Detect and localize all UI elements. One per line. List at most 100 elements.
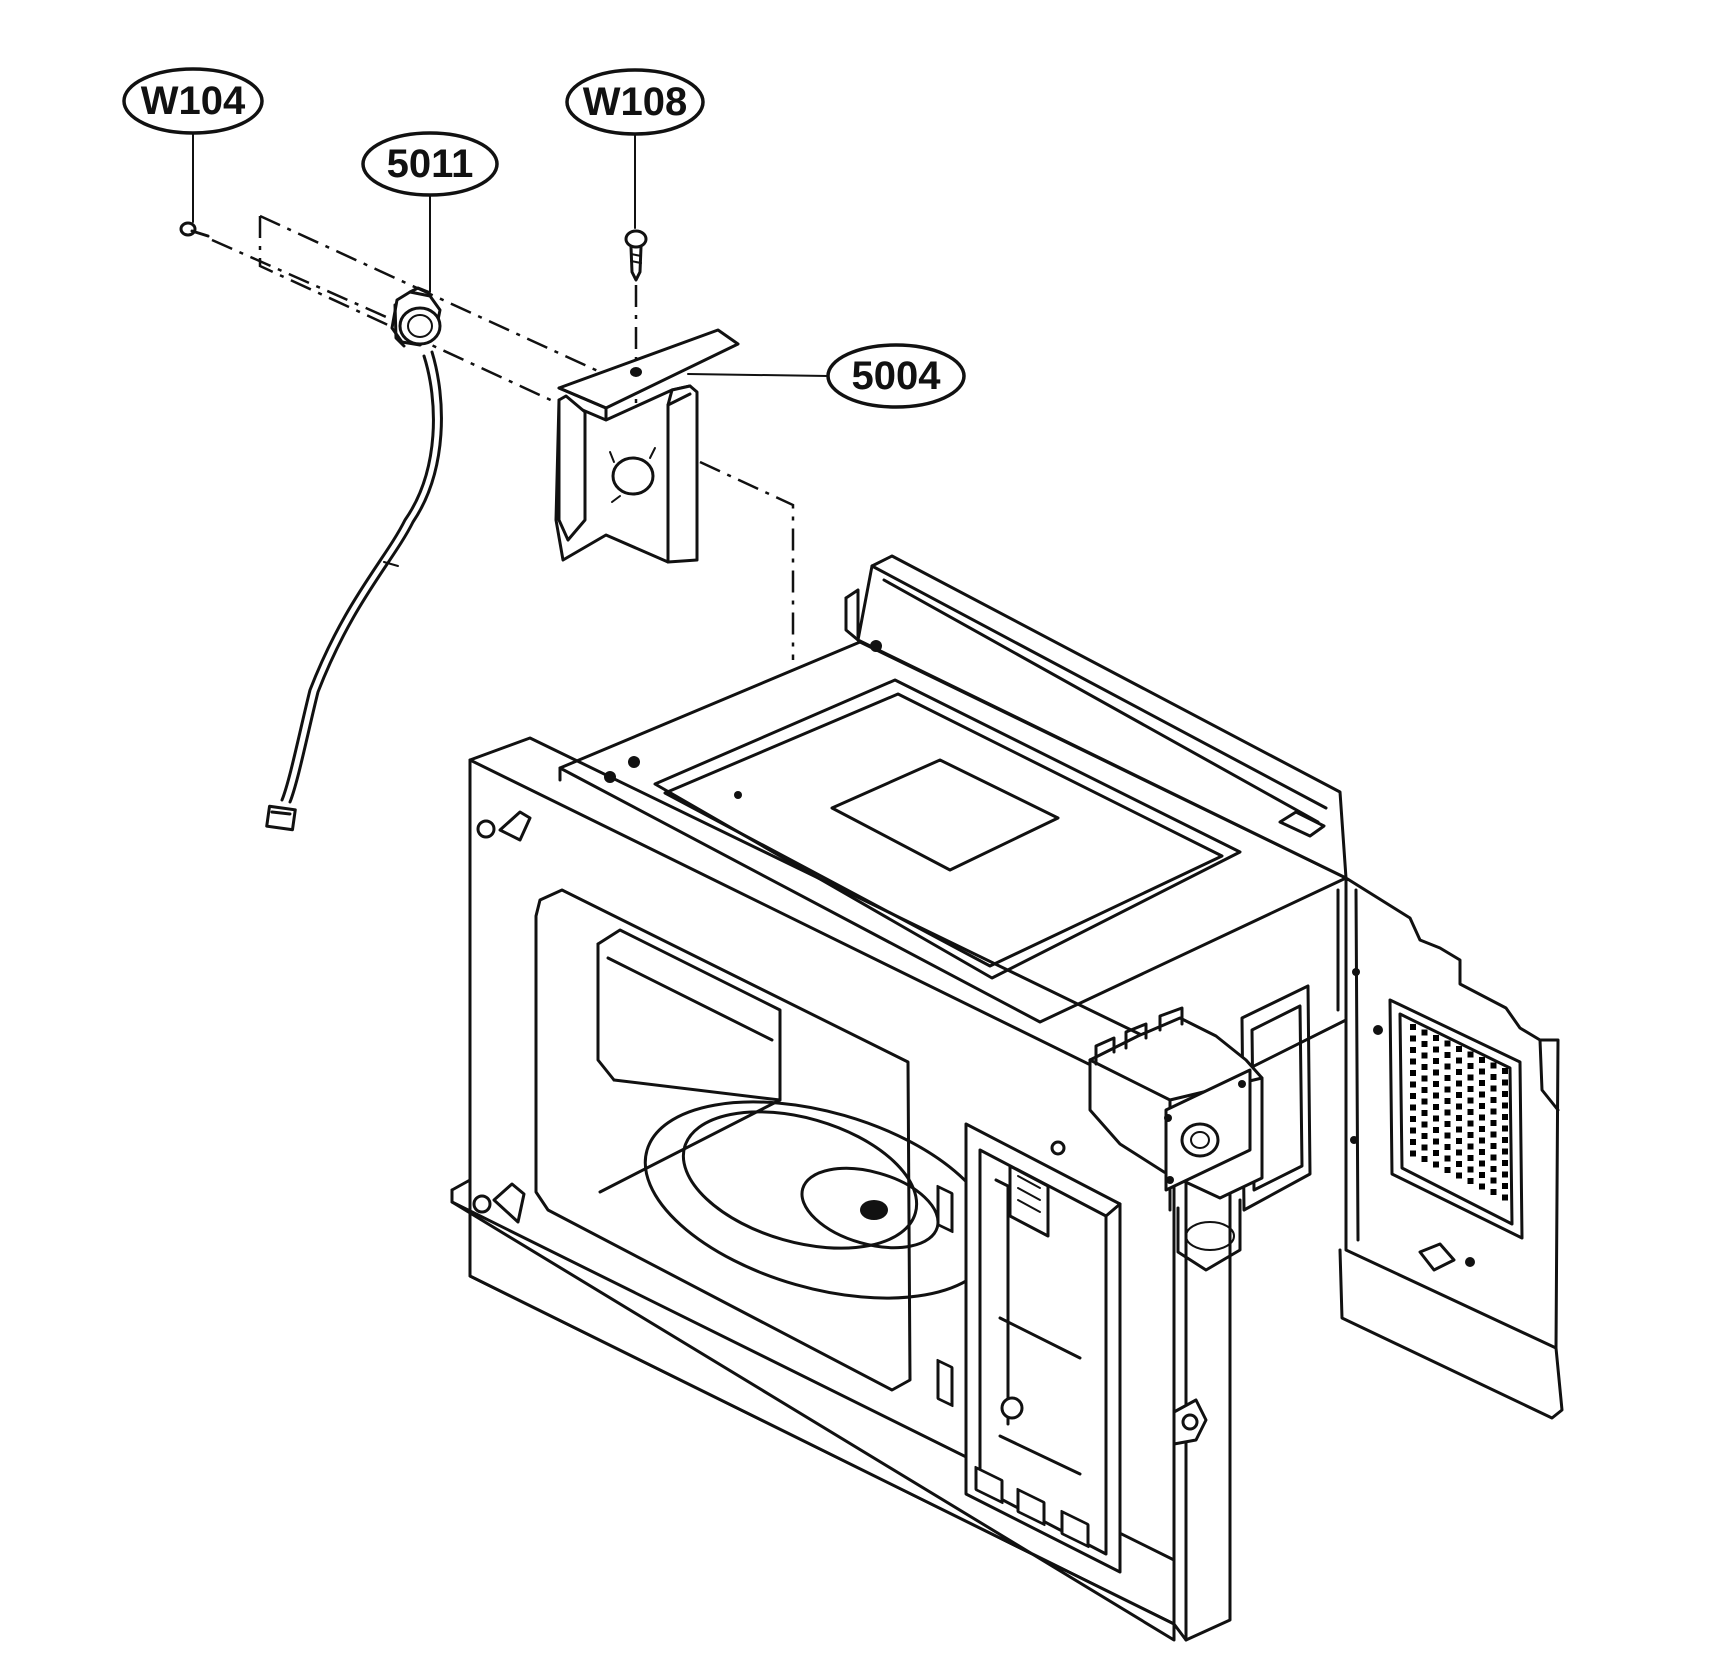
grille-hole (1444, 1086, 1451, 1093)
grille-hole (1433, 1127, 1439, 1133)
grille-hole (1490, 1108, 1497, 1115)
grille-hole (1421, 1110, 1428, 1116)
grille-hole (1502, 1114, 1508, 1120)
grille-hole (1421, 1098, 1428, 1105)
grille-hole (1479, 1149, 1485, 1155)
grille-hole (1467, 1143, 1474, 1150)
grille-hole (1490, 1189, 1497, 1195)
grille-hole (1421, 1133, 1428, 1139)
callout-w104[interactable]: W104 (122, 67, 264, 223)
grille-hole (1444, 1052, 1451, 1058)
grille-hole (1410, 1093, 1416, 1099)
grille-hole (1490, 1097, 1497, 1103)
callout-5011[interactable]: 5011 (361, 131, 499, 293)
bracket-5004 (554, 328, 740, 564)
grille-hole (1479, 1080, 1485, 1086)
grille-hole (1421, 1064, 1428, 1070)
grille-hole (1456, 1115, 1462, 1121)
grille-hole (1467, 1086, 1474, 1092)
grille-hole (1433, 1150, 1439, 1156)
grille-hole (1456, 1149, 1462, 1156)
grille-hole (1421, 1121, 1428, 1128)
grille-hole (1410, 1024, 1416, 1030)
grille-hole (1421, 1052, 1428, 1059)
grille-hole (1410, 1150, 1416, 1157)
grille-hole (1433, 1138, 1439, 1145)
grille-hole (1490, 1143, 1497, 1149)
grille-hole (1467, 1132, 1474, 1138)
grille-hole (1421, 1075, 1428, 1082)
grille-hole (1410, 1116, 1416, 1122)
grille-hole (1467, 1166, 1474, 1173)
grille-hole (1456, 1069, 1462, 1075)
grille-hole (1490, 1177, 1497, 1184)
grille-hole (1444, 1098, 1451, 1104)
grille-hole (1456, 1126, 1462, 1133)
grille-hole (1467, 1178, 1474, 1184)
grille-hole (1502, 1148, 1508, 1155)
grille-hole (1456, 1080, 1462, 1087)
grille-hole (1479, 1103, 1485, 1109)
grille-hole (1444, 1075, 1451, 1081)
grille-hole (1410, 1127, 1416, 1134)
callout-5011-label: 5011 (387, 142, 474, 186)
grille-hole (1502, 1091, 1508, 1097)
grille-hole (1444, 1063, 1451, 1070)
callout-w108-label: W108 (583, 80, 688, 124)
grille-hole (1456, 1138, 1462, 1144)
grille-hole (1502, 1171, 1508, 1178)
callout-w108[interactable]: W108 (565, 68, 705, 229)
grille-hole (1433, 1058, 1439, 1064)
grille-hole (1456, 1172, 1462, 1179)
grille-hole (1502, 1183, 1508, 1189)
grille-hole (1502, 1079, 1508, 1086)
grille-hole (1444, 1040, 1451, 1047)
grille-hole (1502, 1102, 1508, 1109)
grille-hole (1467, 1109, 1474, 1115)
grille-hole (1456, 1046, 1462, 1052)
grille-hole (1490, 1062, 1497, 1069)
microwave-cavity (450, 554, 1564, 1642)
grille-hole (1421, 1144, 1428, 1151)
grille-hole (1490, 1131, 1497, 1138)
grille-hole (1502, 1160, 1508, 1166)
callout-5004[interactable]: 5004 (687, 343, 966, 409)
magnetron (1088, 1006, 1264, 1272)
grille-hole (1479, 1137, 1485, 1144)
grille-hole (1410, 1047, 1416, 1053)
assembly-lines (211, 214, 795, 660)
grille-hole (1410, 1139, 1416, 1145)
grille-hole (1421, 1156, 1428, 1162)
grille-hole (1433, 1035, 1439, 1041)
grille-hole (1479, 1183, 1485, 1190)
grille-hole (1410, 1035, 1416, 1042)
grille-hole (1479, 1160, 1485, 1167)
grille-hole (1421, 1029, 1428, 1036)
grille-hole (1456, 1057, 1462, 1064)
grille-hole (1444, 1155, 1451, 1162)
grille-hole (1410, 1104, 1416, 1111)
grille-hole (1433, 1161, 1439, 1168)
grille-hole (1467, 1063, 1474, 1069)
grille-hole (1502, 1068, 1508, 1074)
grille-hole (1479, 1172, 1485, 1178)
grille-hole (1444, 1167, 1451, 1173)
screw-w104 (179, 221, 210, 238)
grille-hole (1433, 1104, 1439, 1110)
grille-hole (1410, 1058, 1416, 1065)
grille-hole (1433, 1069, 1439, 1076)
grille-hole (1479, 1057, 1485, 1063)
grille-hole (1490, 1085, 1497, 1092)
grille-hole (1467, 1120, 1474, 1127)
grille-hole (1456, 1103, 1462, 1110)
grille-hole (1490, 1120, 1497, 1126)
grille-hole (1467, 1097, 1474, 1104)
vent-grille (1388, 998, 1524, 1240)
grille-hole (1421, 1087, 1428, 1093)
grille-hole (1444, 1132, 1451, 1139)
grille-hole (1479, 1068, 1485, 1075)
grille-hole (1444, 1121, 1451, 1127)
screw-w108 (624, 229, 648, 282)
grille-hole (1433, 1092, 1439, 1099)
